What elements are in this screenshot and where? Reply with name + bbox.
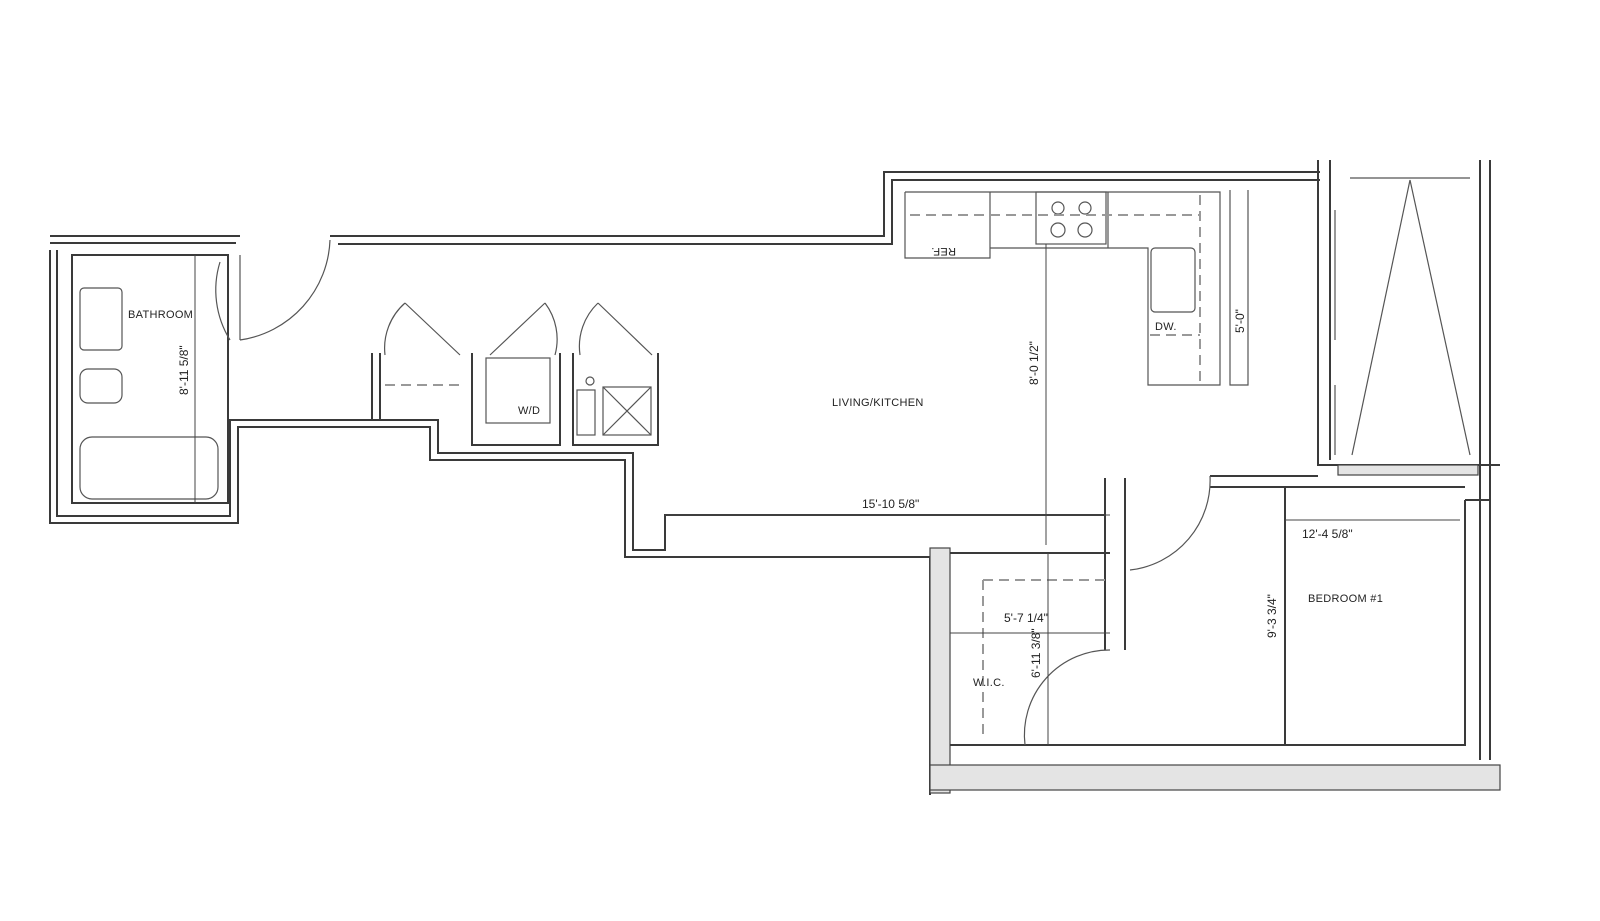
dim-kitchen-counter: 5'-0" — [1233, 309, 1247, 333]
wall-hatched — [1337, 464, 1479, 476]
label-refrigerator: REF. — [931, 245, 956, 257]
dim-bathroom-length: 8'-11 5/8" — [177, 345, 191, 395]
kitchen — [904, 190, 1249, 386]
sink — [79, 287, 123, 351]
doors — [215, 239, 1211, 746]
stove — [1035, 191, 1107, 245]
wall-hatched — [929, 764, 1501, 791]
exterior-walls — [49, 160, 1501, 795]
dim-wic-depth: 6'-11 3/8" — [1029, 628, 1043, 678]
bathtub — [79, 436, 219, 500]
toilet — [79, 368, 123, 404]
wall-hatched — [929, 547, 951, 794]
washer-dryer — [485, 357, 551, 424]
closets — [371, 302, 659, 446]
labels: BATHROOM LIVING/KITCHEN BEDROOM #1 W.I.C… — [128, 245, 1383, 689]
water-heater — [602, 386, 652, 436]
room-label-bathroom: BATHROOM — [128, 309, 193, 321]
label-washer-dryer: W/D — [518, 405, 540, 417]
room-label-wic: W.I.C. — [973, 677, 1005, 689]
room-label-bedroom: BEDROOM #1 — [1308, 593, 1383, 605]
dim-living-width: 15'-10 5/8" — [862, 497, 919, 511]
dimension-lines — [194, 244, 1460, 745]
dim-bedroom-width: 12'-4 5/8" — [1302, 527, 1353, 541]
dim-bedroom-depth: 9'-3 3/4" — [1265, 594, 1279, 638]
dim-living-depth: 8'-0 1/2" — [1027, 341, 1041, 385]
dim-wic-width: 5'-7 1/4" — [1004, 611, 1048, 625]
label-dishwasher: DW. — [1155, 321, 1177, 333]
bathroom-fixtures — [79, 287, 1105, 740]
room-label-living-kitchen: LIVING/KITCHEN — [832, 397, 924, 409]
sink — [1150, 247, 1196, 313]
